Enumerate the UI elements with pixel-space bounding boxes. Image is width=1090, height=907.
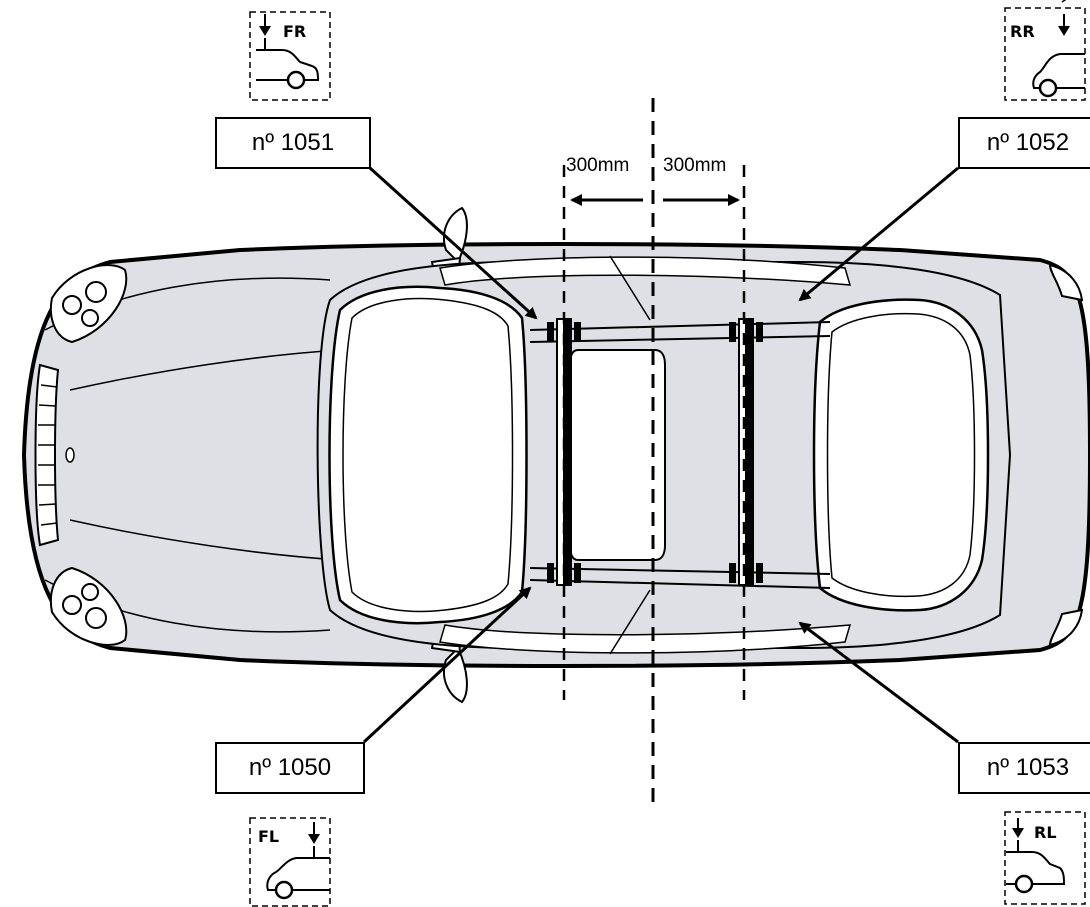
corner-label-rr: RR bbox=[1010, 22, 1035, 41]
windshield bbox=[328, 285, 528, 625]
label-1050: nº 1050 bbox=[215, 742, 365, 794]
leader-1050 bbox=[362, 586, 532, 744]
corner-icon-rl: RL bbox=[1004, 811, 1086, 905]
dimension-right: 300mm bbox=[663, 155, 727, 176]
label-1051: nº 1051 bbox=[215, 117, 371, 169]
corner-label-fr: FR bbox=[283, 22, 306, 41]
leader-1052 bbox=[798, 166, 959, 302]
label-1053: nº 1053 bbox=[958, 742, 1090, 794]
roof-bar-rear bbox=[729, 318, 763, 586]
leader-1053 bbox=[798, 621, 959, 744]
headlight-front-top bbox=[50, 264, 128, 344]
front-grille bbox=[34, 363, 75, 547]
sunroof bbox=[569, 349, 666, 561]
roof-bar-front bbox=[547, 318, 581, 586]
headlight-front-bottom bbox=[50, 566, 128, 646]
label-1052: nº 1052 bbox=[958, 117, 1090, 169]
corner-label-rl: RL bbox=[1034, 823, 1057, 842]
corner-icon-rr: RR bbox=[1004, 0, 1086, 101]
corner-label-fl: FL bbox=[258, 827, 279, 846]
dimension-left: 300mm bbox=[566, 155, 630, 176]
corner-icon-fr: FR bbox=[249, 11, 331, 101]
corner-icon-fl: FL bbox=[249, 817, 331, 907]
leader-1051 bbox=[368, 166, 538, 320]
rear-window bbox=[812, 298, 990, 612]
